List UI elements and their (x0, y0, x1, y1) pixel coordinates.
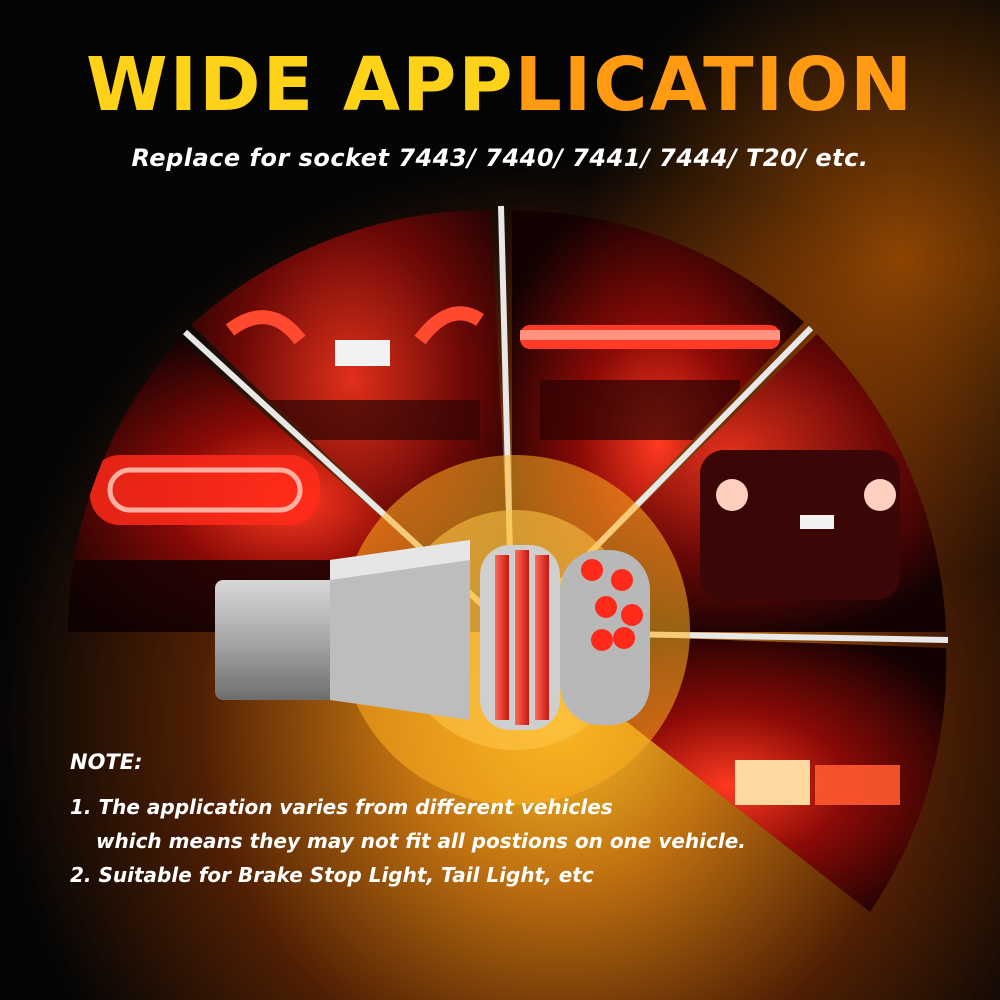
bulb-base (215, 580, 345, 700)
led-bulb (215, 540, 650, 730)
title-part-yellow: WIDE APP (85, 42, 515, 128)
bulb-body (330, 540, 470, 720)
socket-compatibility-subtitle: Replace for socket 7443/ 7440/ 7441/ 744… (131, 144, 869, 172)
note-item-2-line-1: 2. Suitable for Brake Stop Light, Tail L… (70, 863, 594, 887)
note-block: NOTE: 1. The application varies from dif… (70, 750, 746, 892)
page-title: WIDE APPLICATION (0, 48, 1000, 122)
note-item-1-line-1: 1. The application varies from different… (70, 795, 613, 819)
note-heading: NOTE: (70, 750, 143, 774)
note-item-1-line-2: which means they may not fit all postion… (96, 829, 746, 853)
title-part-orange: LICATION (514, 42, 914, 128)
